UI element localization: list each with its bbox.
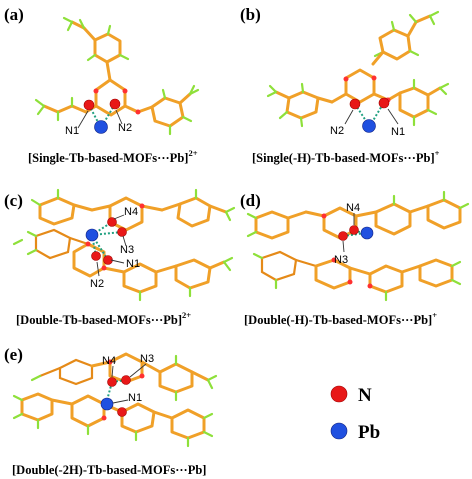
- molecule-e: [12, 352, 218, 448]
- legend-n-label: N: [358, 385, 372, 406]
- panel-label-d: (d): [240, 191, 261, 210]
- panel-a: (a): [4, 5, 200, 165]
- caption-c: [Double-Tb-based-MOFs···Pb]2+: [16, 310, 191, 327]
- molecule-d: [246, 190, 470, 302]
- atom-label: N4: [102, 355, 116, 367]
- molecule-c: [12, 188, 236, 302]
- molecule-b: [266, 10, 450, 133]
- molecule-a: [34, 16, 200, 136]
- atom-label: N2: [118, 122, 132, 134]
- atom-label: N1: [128, 392, 142, 404]
- panel-label-c: (c): [4, 191, 23, 210]
- atom-label: N3: [334, 254, 348, 266]
- atom-label: N4: [346, 202, 360, 214]
- panel-c: (c): [4, 188, 236, 327]
- legend: N Pb: [330, 385, 380, 443]
- caption-a: [Single-Tb-based-MOFs···Pb]2+: [28, 148, 198, 165]
- legend-n-swatch: [330, 385, 348, 403]
- atom-label: N1: [65, 125, 79, 137]
- caption-b: [Single(-H)-Tb-based-MOFs···Pb]+: [252, 148, 440, 165]
- atom-label: N2: [90, 278, 104, 290]
- caption-e: [Double(-2H)-Tb-based-MOFs···Pb]: [12, 463, 206, 477]
- atom-label: N2: [330, 125, 344, 137]
- caption-d: [Double(-H)-Tb-based-MOFs···Pb]+: [244, 310, 437, 327]
- legend-pb-swatch: [330, 422, 348, 440]
- atom-label: N3: [120, 244, 134, 256]
- panel-b: (b): [240, 5, 450, 165]
- atom-label: N3: [140, 353, 154, 365]
- atom-label: N1: [126, 258, 140, 270]
- atom-label: N1: [391, 126, 405, 138]
- panel-label-a: (a): [4, 5, 24, 24]
- panel-label-e: (e): [4, 345, 23, 364]
- panel-label-b: (b): [240, 5, 261, 24]
- panel-e: (e): [4, 345, 218, 477]
- atom-label: N4: [124, 206, 138, 218]
- legend-pb-label: Pb: [358, 422, 380, 443]
- panel-d: (d): [240, 190, 470, 327]
